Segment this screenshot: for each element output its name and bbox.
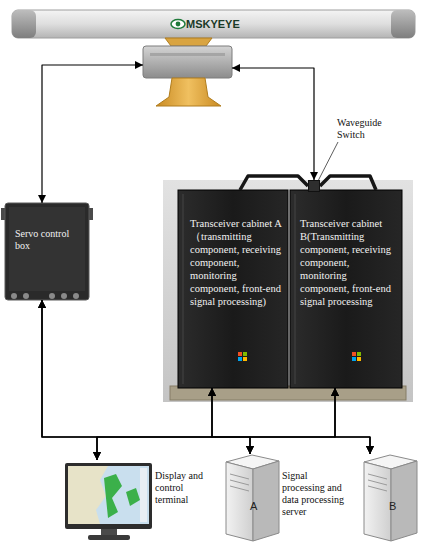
connector-arrow [250,388,335,454]
cabinet-label: Transceiver cabinet B(Transmitting compo… [300,217,396,308]
waveguide-tube [320,176,376,190]
photo-background [163,180,413,402]
waveguide-switch: Waveguide Switch [308,180,320,192]
display-terminal: Display and control terminal [65,460,215,542]
badge-tile [238,357,242,361]
pedestal-housing [143,46,232,78]
connector-arrow [232,68,314,180]
callout-label: Waveguide Switch [337,117,399,141]
cable-gland [73,293,79,299]
server-front [364,462,391,541]
antenna-radome [12,10,415,38]
antenna-assembly: MSKYEYE [12,8,416,108]
antenna-end-cap [391,10,415,38]
server: A Signal processing and data processing s… [222,454,348,542]
connector-arrow [97,388,212,460]
badge-tile [352,352,356,356]
badge-tile [352,357,356,361]
badge-tile [357,357,361,361]
cable-gland [11,293,17,299]
cabinet-edge [295,194,296,384]
radar-echo [126,488,140,506]
servo-box-body [5,203,89,300]
cable-gland [49,293,55,299]
connector-arrow [212,388,370,454]
pedestal-base [156,78,221,106]
drive-bay [230,474,249,479]
monitor-frame [65,463,152,529]
server-front [226,462,253,541]
device-label: Display and control terminal [155,470,215,506]
drive-bay [230,486,249,491]
logo-eye [171,20,185,29]
device-label: Signal processing and data processing se… [282,470,348,518]
monitor-base [88,535,130,540]
antenna-mount [165,38,212,46]
brand-text: MSKYEYE [186,18,240,30]
connector-arrow [42,300,370,454]
badge-tile [238,352,242,356]
pedestal-seam [150,53,225,56]
connector-arrow [42,65,143,203]
cabinet-edge [183,194,184,384]
badge-tile [243,357,247,361]
server-letter: A [250,500,257,512]
radar-echo [104,474,122,518]
drive-bay [368,486,387,491]
servo-box-panel [9,207,85,291]
antenna-end-cap [12,10,36,38]
connector-arrow [42,300,250,454]
server: B [362,454,418,542]
cabinet-label: Transceiver cabinet A（transmitting compo… [190,217,282,308]
screen-toolbar [140,468,147,522]
cabinet-body [290,190,402,388]
drive-bay [368,480,387,485]
cabinet-body [178,190,288,388]
connector-arrow [335,388,370,454]
badge-tile [357,352,361,356]
connector-arrow [97,388,335,460]
map-land [68,466,108,524]
monitor-screen [68,466,149,524]
box-label: Servo control box [15,228,81,252]
logo-pupil [176,22,181,27]
leader-line [318,142,338,181]
cable-gland [23,293,29,299]
drive-bay [230,480,249,485]
connector-arrow [42,300,97,460]
waveguide-tube [240,176,308,190]
transceiver-cabinet: Transceiver cabinet A（transmitting compo… [178,190,288,388]
cable-gland [61,293,67,299]
server-letter: B [389,500,396,512]
drive-bay [368,474,387,479]
badge-tile [243,352,247,356]
connector-arrow [212,388,250,454]
transceiver-cabinet: Transceiver cabinet B(Transmitting compo… [290,190,402,388]
monitor-stand [101,529,117,535]
servo-box: Servo control box [5,203,89,300]
